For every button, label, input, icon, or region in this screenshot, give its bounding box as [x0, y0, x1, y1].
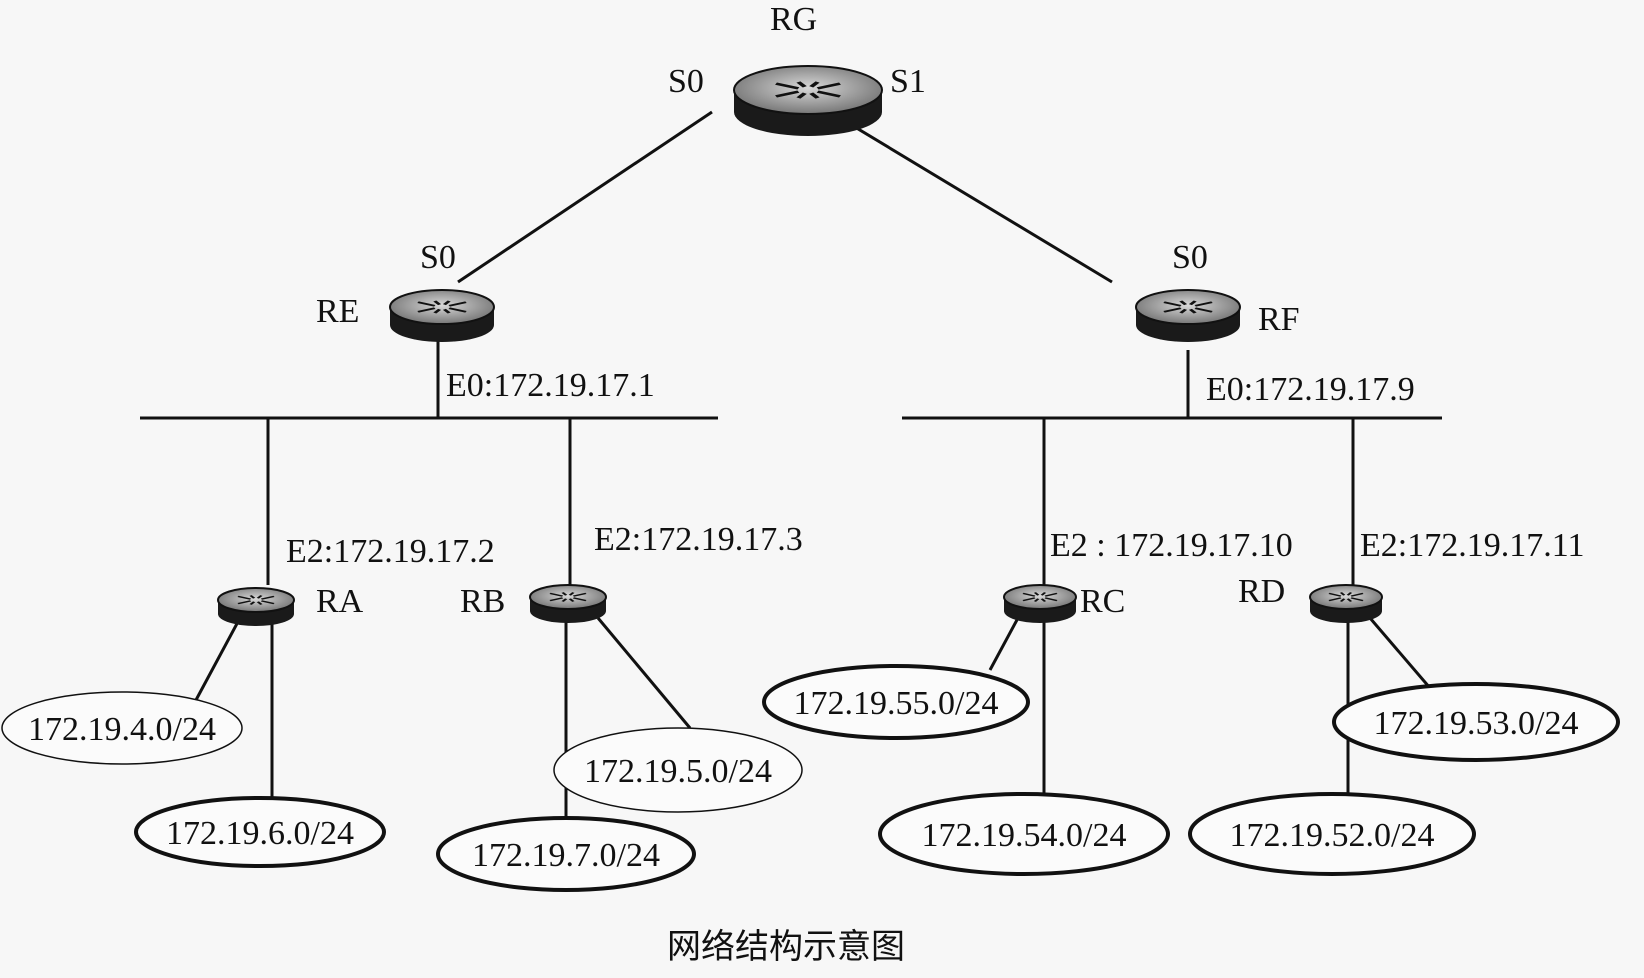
router-rf-icon[interactable] [1135, 289, 1241, 342]
re-name: RE [316, 293, 359, 330]
network-label: 172.19.55.0/24 [794, 685, 999, 722]
router-rg-icon[interactable] [733, 65, 883, 136]
ra-name: RA [316, 583, 364, 620]
link-rg-rf [829, 110, 1113, 284]
rc-iface-e2: E2 : 172.19.17.10 [1050, 527, 1293, 564]
network-172-19-4[interactable]: 172.19.4.0/24 [1, 691, 243, 765]
network-label: 172.19.52.0/24 [1230, 817, 1435, 854]
network-172-19-6[interactable]: 172.19.6.0/24 [134, 796, 386, 868]
network-172-19-54[interactable]: 172.19.54.0/24 [878, 792, 1170, 876]
network-172-19-55[interactable]: 172.19.55.0/24 [762, 664, 1030, 740]
rf-port-s0: S0 [1172, 239, 1208, 276]
router-rd-icon[interactable] [1309, 584, 1383, 623]
router-ra-icon[interactable] [217, 587, 295, 626]
stub-ra-n4 [194, 617, 242, 701]
network-label: 172.19.7.0/24 [472, 837, 660, 874]
network-label: 172.19.53.0/24 [1374, 705, 1579, 742]
rd-name: RD [1238, 573, 1285, 610]
re-port-s0: S0 [420, 239, 456, 276]
router-re-icon[interactable] [389, 289, 495, 342]
diagram-caption: 网络结构示意图 [667, 927, 905, 967]
rg-port-s0: S0 [668, 63, 704, 100]
network-172-19-7[interactable]: 172.19.7.0/24 [436, 816, 696, 892]
stub-rc-n55 [988, 617, 1020, 671]
rb-iface-e2: E2:172.19.17.3 [594, 521, 803, 558]
ra-iface-e2: E2:172.19.17.2 [286, 533, 495, 570]
rb-name: RB [460, 583, 505, 620]
rf-name: RF [1258, 301, 1300, 338]
network-label: 172.19.6.0/24 [166, 815, 354, 852]
network-label: 172.19.54.0/24 [922, 817, 1127, 854]
network-172-19-52[interactable]: 172.19.52.0/24 [1188, 792, 1476, 876]
router-rc-icon[interactable] [1003, 584, 1077, 623]
stub-rb-n5 [596, 617, 692, 729]
network-172-19-5[interactable]: 172.19.5.0/24 [553, 727, 803, 813]
rf-iface-e0: E0:172.19.17.9 [1206, 371, 1415, 408]
rg-name: RG [770, 1, 817, 38]
link-rg-re [457, 110, 713, 284]
network-172-19-53[interactable]: 172.19.53.0/24 [1332, 682, 1620, 762]
rg-port-s1: S1 [890, 63, 926, 100]
rd-iface-e2: E2:172.19.17.11 [1360, 527, 1584, 564]
router-rb-icon[interactable] [529, 584, 607, 623]
network-label: 172.19.4.0/24 [28, 711, 216, 748]
rc-name: RC [1080, 583, 1125, 620]
stub-rd-n53 [1368, 617, 1432, 689]
network-label: 172.19.5.0/24 [584, 753, 772, 790]
re-iface-e0: E0:172.19.17.1 [446, 367, 655, 404]
